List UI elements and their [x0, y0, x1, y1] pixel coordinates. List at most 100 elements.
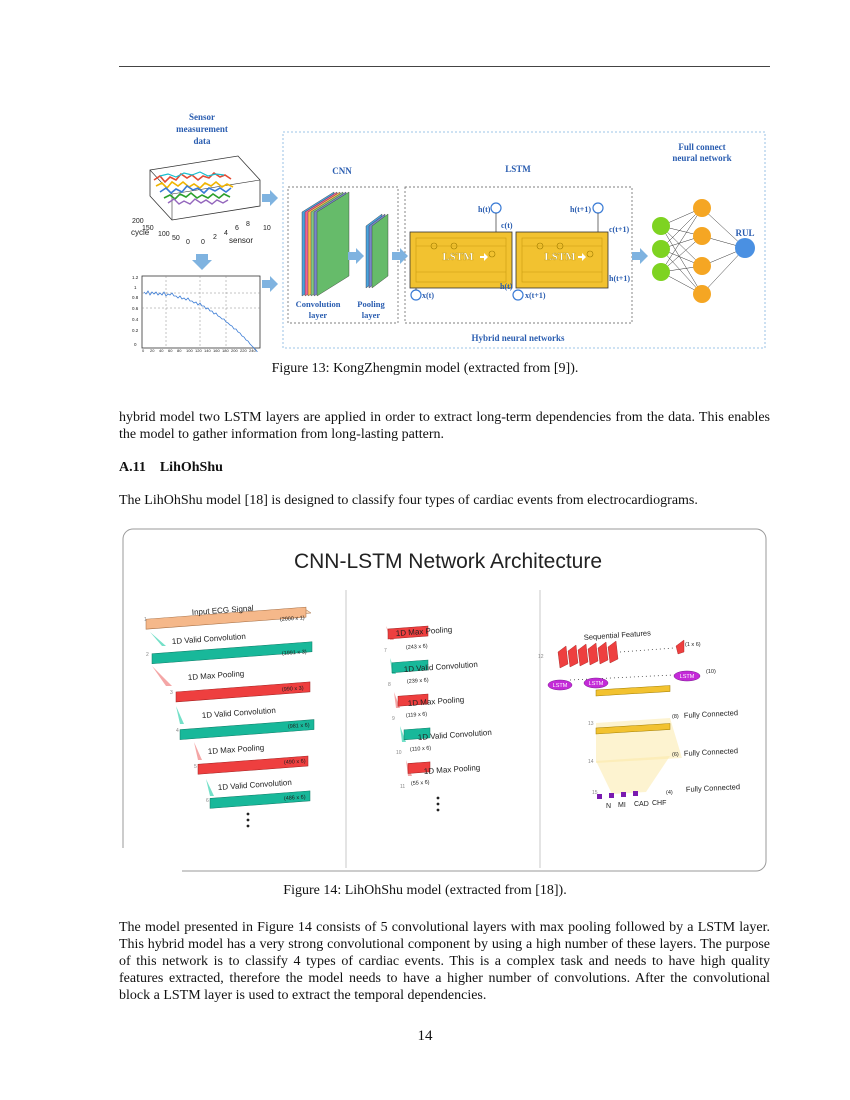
arrow-right-icon	[262, 190, 278, 206]
class-chf: CHF	[652, 800, 666, 807]
left-num-2: 3	[170, 690, 173, 696]
figure-14: CNN-LSTM Network Architecture Input ECG …	[122, 528, 767, 874]
left-dim-4: (490 x 6)	[284, 758, 306, 766]
rul-xtick: 240	[249, 348, 256, 352]
middle-column-layers	[386, 625, 440, 812]
h-t1-right-label: h(t+1)	[609, 274, 630, 283]
left-dim-3: (981 x 6)	[288, 722, 310, 730]
left-dim-5: (486 x 6)	[284, 794, 306, 802]
cycle-tick-1: 150	[142, 225, 154, 232]
sensor-title-1: Sensor	[189, 112, 215, 122]
fully-connected-layers	[595, 685, 682, 799]
sensor-title-3: data	[193, 136, 211, 146]
rul-xtick: 100	[186, 348, 193, 352]
lstm-cell-2-label: LSTM	[544, 251, 576, 263]
sensor-title-2: measurement	[176, 124, 228, 134]
lstm-units	[547, 670, 701, 691]
middle-num-0: 7	[384, 648, 387, 654]
rul-ytick-3: 0.6	[132, 306, 139, 311]
sensor-tick-0a: 0	[186, 239, 190, 246]
arrow-right-icon	[348, 248, 364, 264]
h-t1-node	[592, 202, 604, 214]
lstm-dim: (10)	[706, 669, 716, 675]
lstm-label: LSTM	[505, 164, 531, 174]
sequential-features	[557, 639, 685, 669]
h-t-label: h(t)	[478, 205, 491, 214]
lstm-cell-1-label: LSTM	[442, 251, 474, 263]
middle-num-4: 11	[400, 784, 405, 790]
h-t-bottom-label: h(t)	[500, 282, 513, 291]
middle-label-2: 1D Max Pooling	[408, 695, 465, 708]
hybrid-label: Hybrid neural networks	[471, 333, 565, 343]
middle-num-2: 9	[392, 716, 395, 722]
rul-ytick-5: 0.2	[132, 328, 139, 333]
convolution-feature-maps	[301, 191, 350, 297]
figure-13: Sensor measurement data 200 150 100 50 c…	[131, 112, 766, 352]
rul-label: RUL	[735, 228, 754, 238]
rul-xticks: 0 20 40 60 80 100 120 140 160 180 200 22…	[142, 348, 256, 352]
middle-dim-0: (243 x 6)	[406, 643, 428, 651]
left-dim-1: (1991 x 3)	[282, 649, 307, 657]
lstm-unit-2: LSTM	[589, 681, 604, 687]
rul-xtick: 180	[222, 348, 229, 352]
full-connect-1: Full connect	[678, 142, 725, 152]
fc-num-14: 14	[588, 759, 594, 765]
cycle-tick-0: 200	[132, 218, 144, 225]
fc3-dim: (4)	[666, 790, 673, 796]
rul-xtick: 60	[168, 348, 173, 352]
x-t-node	[410, 289, 422, 301]
class-n: N	[606, 803, 611, 810]
rul-xtick: 120	[195, 348, 202, 352]
lstm-unit-1: LSTM	[553, 683, 568, 689]
middle-num-1: 8	[388, 682, 391, 688]
rul-xtick: 0	[142, 348, 145, 352]
middle-dim-4: (55 x 6)	[411, 780, 430, 787]
fully-connected-network	[652, 199, 755, 303]
rul-xtick: 220	[240, 348, 247, 352]
c-t-label: c(t)	[501, 221, 513, 230]
x-t1-label: x(t+1)	[525, 291, 546, 300]
rul-xtick: 80	[177, 348, 182, 352]
left-num-4: 5	[194, 764, 197, 770]
left-num-3: 4	[176, 728, 179, 734]
class-cad: CAD	[634, 801, 649, 808]
axis-sensor: sensor	[229, 236, 253, 245]
left-label-4: 1D Max Pooling	[208, 743, 265, 756]
middle-label-0: 1D Max Pooling	[396, 625, 453, 638]
left-dim-2: (990 x 3)	[282, 685, 304, 693]
rul-xtick: 200	[231, 348, 238, 352]
arrow-right-icon	[392, 248, 408, 264]
left-num-5: 6	[206, 798, 209, 804]
paragraph-1: hybrid model two LSTM layers are applied…	[119, 410, 770, 442]
conv-layer-1: Convolution	[296, 299, 341, 309]
conv-layer-2: layer	[309, 310, 328, 320]
middle-dim-2: (119 x 6)	[406, 712, 428, 719]
h-t1-label: h(t+1)	[570, 205, 591, 214]
middle-label-4: 1D Max Pooling	[424, 763, 481, 776]
rul-ytick-6: 0	[134, 342, 137, 347]
arrow-down-icon	[192, 254, 212, 270]
paragraph-3: The model presented in Figure 14 consist…	[119, 920, 770, 1003]
sensor-3d-plot	[149, 155, 261, 221]
h-t-node	[490, 202, 502, 214]
axis-cycle: cycle	[131, 228, 150, 237]
seq-dim: (1 x 6)	[685, 642, 701, 648]
fc-num-13: 13	[588, 721, 594, 727]
pooling-feature-maps	[365, 213, 389, 289]
c-t1-label: c(t+1)	[609, 225, 629, 234]
figure-13-caption: Figure 13: KongZhengmin model (extracted…	[271, 361, 579, 376]
left-label-0: Input ECG Signal	[192, 604, 255, 617]
pooling-layer-1: Pooling	[357, 299, 385, 309]
sensor-tick-8: 8	[246, 221, 250, 228]
rul-xtick: 140	[204, 348, 211, 352]
left-column-layers	[145, 606, 315, 828]
cycle-tick-2: 100	[158, 231, 170, 238]
full-connect-2: neural network	[672, 153, 731, 163]
rul-xtick: 20	[150, 348, 155, 352]
rul-xtick: 40	[159, 348, 164, 352]
rul-degradation-plot	[141, 275, 261, 352]
x-t1-node	[512, 289, 524, 301]
middle-dim-3: (110 x 6)	[410, 746, 432, 753]
rul-ytick-2: 0.8	[132, 295, 139, 300]
